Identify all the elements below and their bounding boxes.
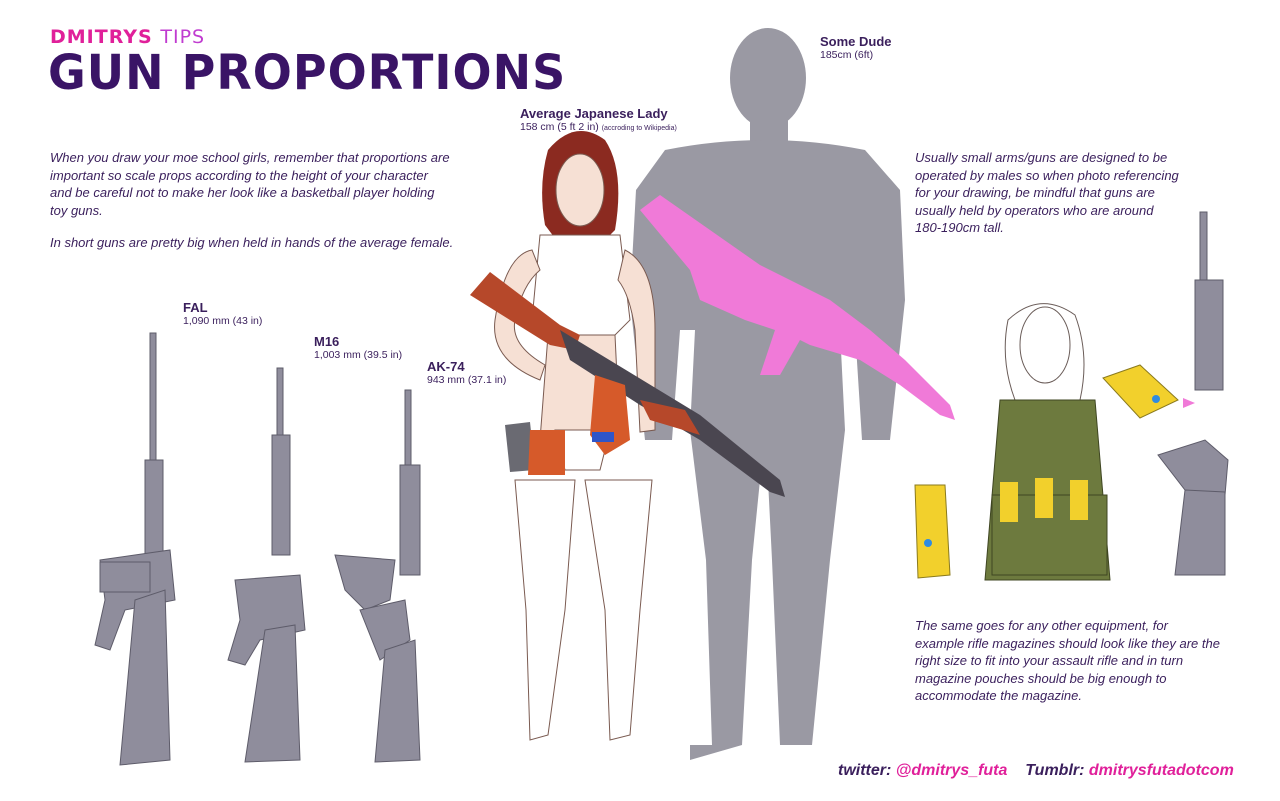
lady-height-note: (accroding to Wikipedia) bbox=[601, 125, 677, 132]
dude-label: Some Dude 185cm (6ft) bbox=[820, 34, 892, 61]
dude-height: 185cm (6ft) bbox=[820, 49, 874, 61]
pink-rifle bbox=[640, 195, 955, 420]
intro-paragraph-2: In short guns are pretty big when held i… bbox=[50, 235, 454, 250]
some-dude-silhouette bbox=[630, 28, 905, 760]
gun-length: 1,090 mm (43 in) bbox=[183, 315, 263, 327]
right-paragraph-1: Usually small arms/guns are designed to … bbox=[915, 150, 1179, 235]
lady-ak-rifle bbox=[470, 272, 785, 497]
footer: twitter: @dmitrys_futa Tumblr: dmitrysfu… bbox=[838, 762, 1234, 780]
gun-label-fal: FAL 1,090 mm (43 in) bbox=[183, 300, 262, 327]
gun-length: 943 mm (37.1 in) bbox=[427, 374, 507, 386]
m16-rifle bbox=[227, 367, 306, 763]
right-rifle bbox=[1157, 211, 1229, 576]
brand-suffix: TIPS bbox=[160, 26, 206, 48]
page-title: GUN PROPORTIONS bbox=[48, 43, 567, 101]
tumblr-label: Tumblr: bbox=[1025, 762, 1085, 779]
gun-name: M16 bbox=[314, 334, 340, 349]
gun-label-m16: M16 1,003 mm (39.5 in) bbox=[314, 334, 402, 361]
gun-length: 1,003 mm (39.5 in) bbox=[314, 349, 403, 361]
magazine-pouch bbox=[914, 484, 951, 579]
twitter-handle-link[interactable]: @dmitrys_futa bbox=[895, 762, 1008, 779]
lady-height-value: 158 cm (5 ft 2 in) bbox=[520, 121, 599, 133]
brand-name: DMITRYS bbox=[50, 26, 153, 48]
twitter-label: twitter: bbox=[838, 762, 892, 779]
intro-paragraph-1: When you draw your moe school girls, rem… bbox=[50, 150, 450, 218]
average-japanese-lady-figure bbox=[494, 131, 656, 741]
right-paragraph-2: The same goes for any other equipment, f… bbox=[915, 618, 1220, 703]
gun-name: FAL bbox=[183, 300, 208, 315]
gun-label-ak74: AK-74 943 mm (37.1 in) bbox=[427, 359, 506, 386]
ak74-rifle bbox=[334, 389, 421, 763]
tumblr-handle-link[interactable]: dmitrysfutadotcom bbox=[1088, 762, 1234, 779]
lady-name: Average Japanese Lady bbox=[520, 106, 668, 121]
lady-label: Average Japanese Lady 158 cm (5 ft 2 in)… bbox=[520, 106, 677, 133]
loose-magazine bbox=[1102, 364, 1195, 419]
brand: DMITRYS TIPS bbox=[50, 26, 205, 48]
gun-name: AK-74 bbox=[427, 359, 465, 374]
dude-name: Some Dude bbox=[820, 34, 892, 49]
fal-rifle bbox=[94, 332, 176, 766]
lady-height: 158 cm (5 ft 2 in) (accroding to Wikiped… bbox=[520, 121, 677, 133]
plate-carrier-figure bbox=[984, 303, 1111, 581]
